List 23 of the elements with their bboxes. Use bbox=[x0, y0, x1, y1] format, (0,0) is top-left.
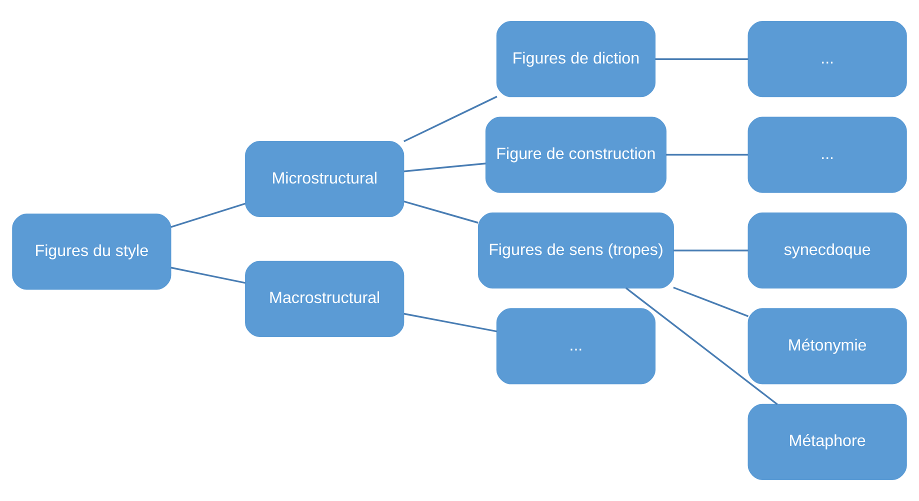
node-box: Figures de diction bbox=[496, 21, 656, 98]
connector bbox=[404, 312, 498, 332]
node-box: ... bbox=[748, 116, 907, 193]
connector bbox=[404, 200, 478, 224]
connector bbox=[655, 58, 748, 60]
node-box: Figures de sens (tropes) bbox=[478, 212, 674, 289]
connector bbox=[626, 287, 778, 406]
node-box: synecdoque bbox=[748, 212, 907, 289]
connector bbox=[404, 162, 486, 172]
node-box: Macrostructural bbox=[245, 260, 404, 337]
node-box: ... bbox=[496, 308, 656, 384]
connector bbox=[666, 154, 748, 156]
connector bbox=[673, 250, 748, 252]
node-box: Métaphore bbox=[748, 404, 907, 480]
node-box: Figures du style bbox=[12, 214, 172, 290]
connector bbox=[170, 266, 246, 284]
connector bbox=[170, 202, 246, 228]
node-box: Microstructural bbox=[245, 140, 404, 218]
node-box: ... bbox=[748, 21, 907, 98]
node-box: Figure de construction bbox=[485, 116, 666, 193]
node-box: Métonymie bbox=[748, 308, 907, 384]
connector bbox=[403, 96, 498, 142]
connector bbox=[673, 286, 749, 318]
